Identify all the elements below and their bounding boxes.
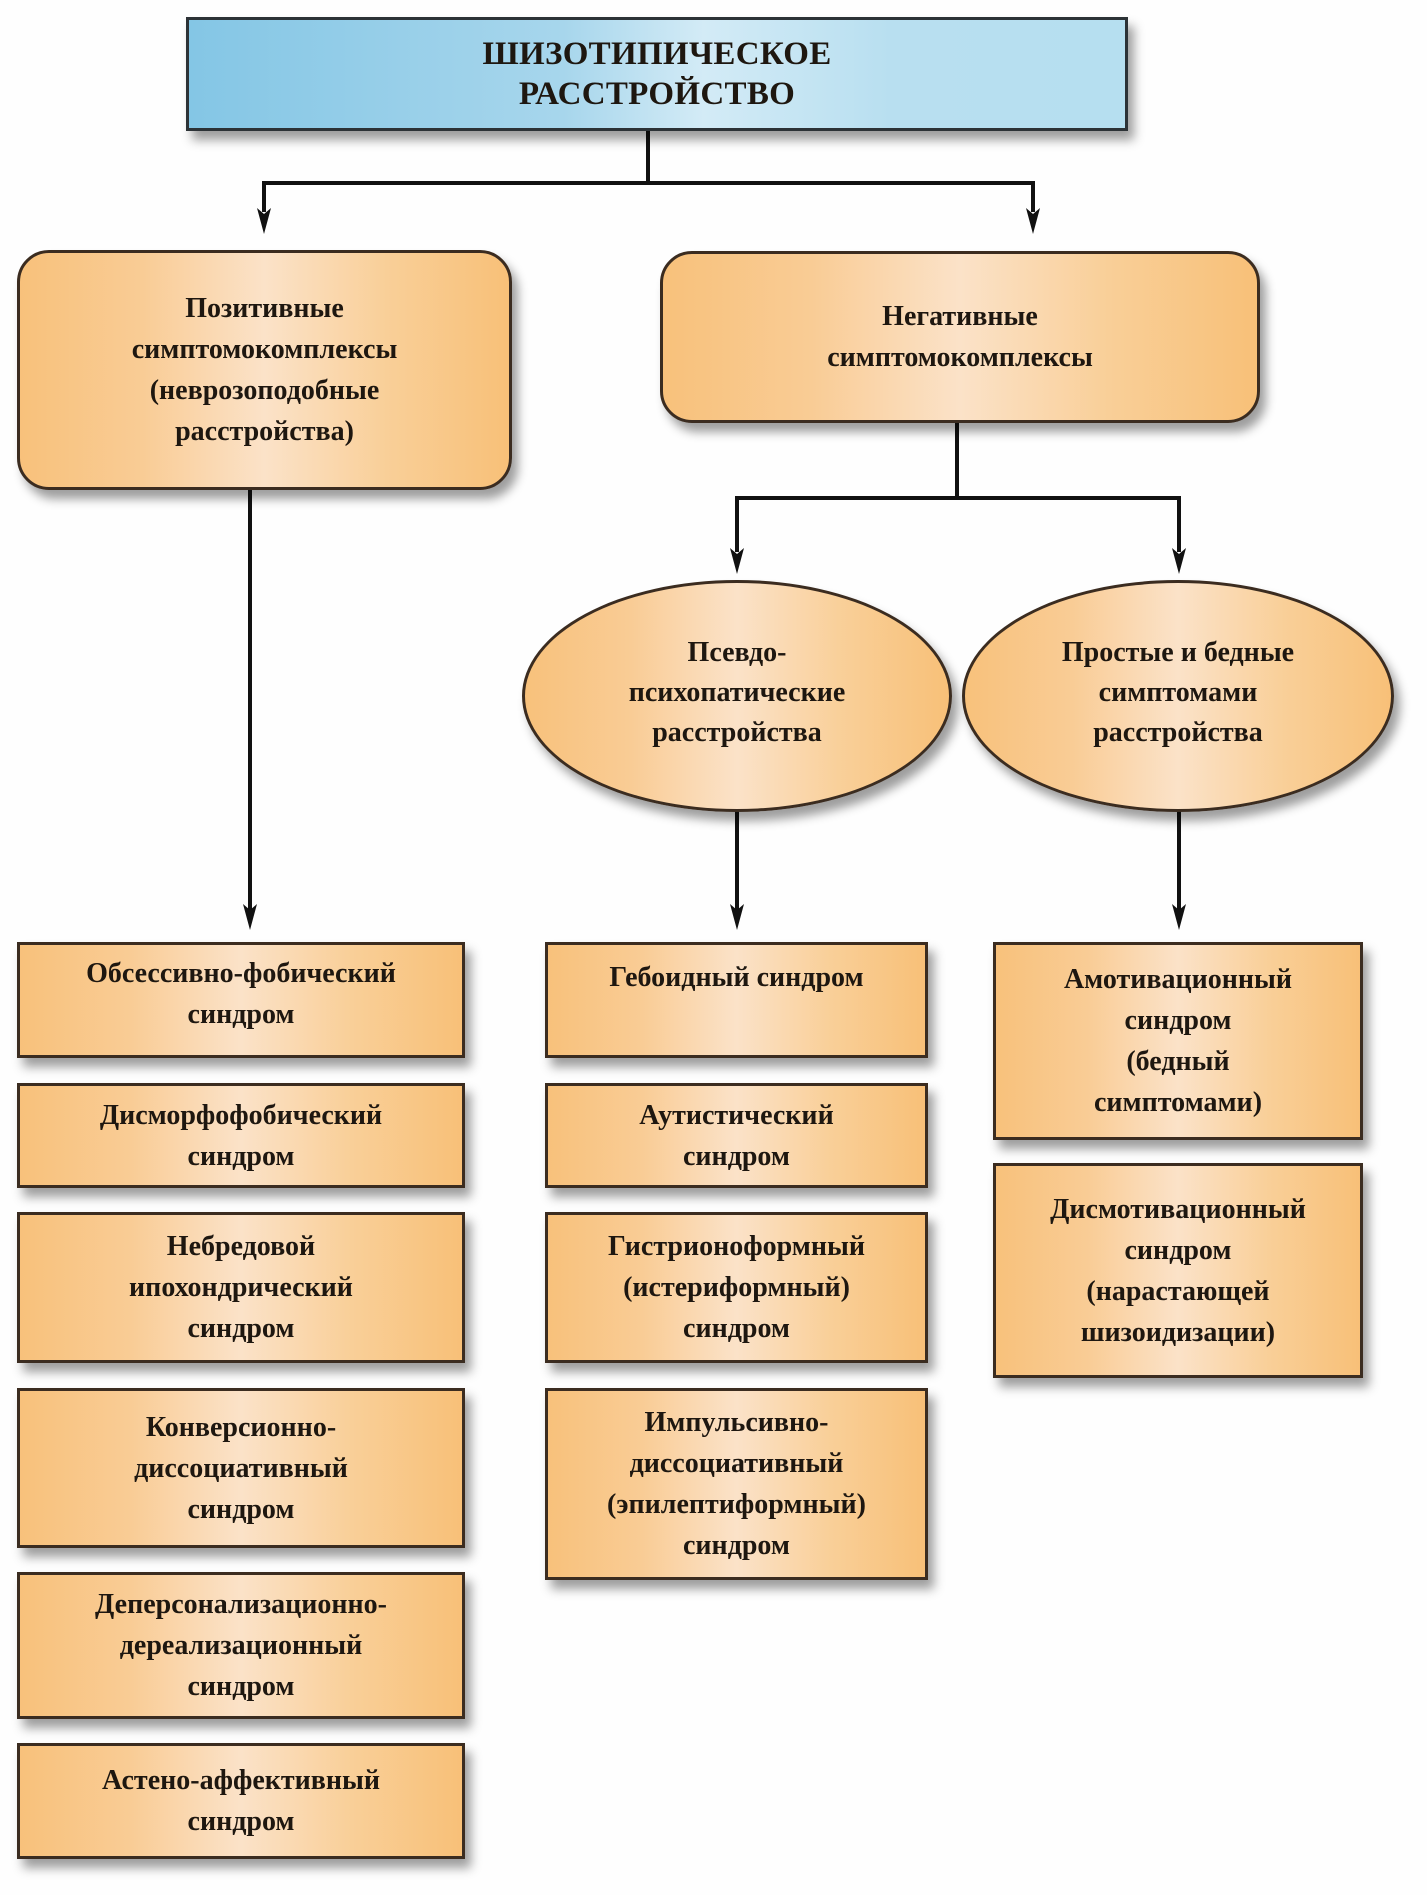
- syndrome-box-amotivational: Амотивационный синдром (бедный симптомам…: [993, 942, 1363, 1140]
- syndrome-box-autistic: Аутистический синдром: [545, 1083, 928, 1188]
- arrowhead-icon: [730, 904, 744, 930]
- node-label: Псевдо- психопатические расстройства: [628, 637, 846, 748]
- node-pseudo-psychopathic: Псевдо- психопатические расстройства: [522, 580, 952, 812]
- syndrome-box-depersonalization-derealization: Деперсонализационно- дереализационный си…: [17, 1572, 465, 1719]
- arrowhead-icon: [257, 208, 271, 234]
- node-label: Простые и бедные симптомами расстройства: [1061, 637, 1295, 748]
- arrowhead-icon: [243, 904, 257, 930]
- syndrome-label: Обсессивно-фобический синдром: [86, 958, 396, 1030]
- syndrome-box-dysmorphophobic: Дисморфофобический синдром: [17, 1083, 465, 1188]
- syndrome-label: Амотивационный синдром (бедный симптомам…: [1063, 964, 1293, 1118]
- syndrome-label: Гистрионоформный (истериформный) синдром: [608, 1231, 865, 1344]
- syndrome-label: Дисмотивационный синдром (нарастающей ши…: [1050, 1193, 1306, 1348]
- syndrome-label: Гебоидный синдром: [609, 962, 864, 993]
- arrowhead-icon: [1172, 904, 1186, 930]
- arrowhead-icon: [1172, 548, 1186, 574]
- node-positive-symptom-complexes: Позитивные симптомокомплексы (неврозопод…: [17, 250, 512, 490]
- syndrome-box-impulsive-dissociative: Импульсивно- диссоциативный (эпилептифор…: [545, 1388, 928, 1580]
- arrowhead-icon: [1026, 208, 1040, 234]
- syndrome-label: Аутистический синдром: [639, 1099, 834, 1172]
- syndrome-box-histrioniform: Гистрионоформный (истериформный) синдром: [545, 1212, 928, 1363]
- syndrome-label: Конверсионно- диссоциативный синдром: [134, 1411, 348, 1525]
- node-negative-symptom-complexes: Негативные симптомокомплексы: [660, 251, 1260, 423]
- syndrome-box-astheno-affective: Астено-аффективный синдром: [17, 1743, 465, 1859]
- syndrome-box-conversion-dissociative: Конверсионно- диссоциативный синдром: [17, 1388, 465, 1548]
- syndrome-label: Астено-аффективный синдром: [101, 1765, 381, 1837]
- syndrome-box-dysmotivational: Дисмотивационный синдром (нарастающей ши…: [993, 1163, 1363, 1378]
- syndrome-label: Импульсивно- диссоциативный (эпилептифор…: [607, 1407, 866, 1561]
- arrowhead-icon: [730, 548, 744, 574]
- root-node-label: ШИЗОТИПИЧЕСКОЕ РАССТРОЙСТВО: [482, 36, 832, 112]
- syndrome-label: Дисморфофобический синдром: [99, 1099, 383, 1172]
- syndrome-box-obsessive-phobic: Обсессивно-фобический синдром: [17, 942, 465, 1058]
- syndrome-box-non-delusional-hypochondriac: Небредовой ипохондрический синдром: [17, 1212, 465, 1363]
- root-node-schizotypal-disorder: ШИЗОТИПИЧЕСКОЕ РАССТРОЙСТВО: [186, 17, 1128, 131]
- syndrome-label: Деперсонализационно- дереализационный си…: [95, 1589, 387, 1702]
- syndrome-box-heboid: Гебоидный синдром: [545, 942, 928, 1058]
- node-label: Негативные симптомокомплексы: [827, 301, 1093, 373]
- node-simple-poor-symptoms: Простые и бедные симптомами расстройства: [962, 580, 1394, 812]
- node-label: Позитивные симптомокомплексы (неврозопод…: [131, 293, 398, 447]
- syndrome-label: Небредовой ипохондрический синдром: [129, 1231, 353, 1344]
